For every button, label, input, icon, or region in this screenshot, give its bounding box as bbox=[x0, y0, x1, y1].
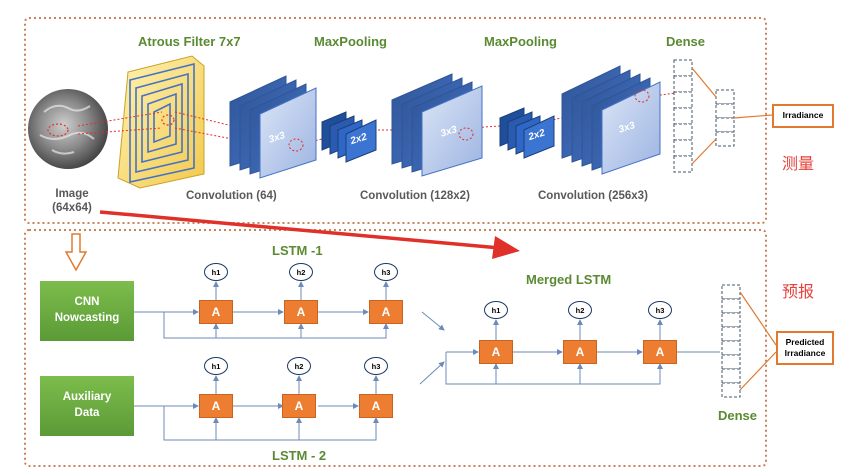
forecast-label-zh: 预报 bbox=[782, 282, 815, 301]
cnn-frame bbox=[24, 17, 767, 224]
irradiance-text: Irradiance bbox=[782, 110, 824, 121]
conv256-label: Convolution (256x3) bbox=[538, 190, 648, 202]
dense-top bbox=[673, 59, 735, 173]
satellite-image bbox=[28, 89, 108, 169]
conv64-stack bbox=[229, 75, 317, 179]
merged-cell-2: A bbox=[563, 340, 597, 364]
lstm1-h3: h3 bbox=[374, 263, 398, 281]
kernel-label-3: 3x3 bbox=[439, 124, 459, 140]
conv64-label: Convolution (64) bbox=[186, 190, 277, 202]
dense-bottom bbox=[721, 284, 741, 398]
predicted-irradiance-output: Predicted Irradiance bbox=[776, 331, 834, 365]
lstm2-cell-1: A bbox=[199, 394, 233, 418]
maxpool2-stack bbox=[499, 107, 555, 159]
merged-lstm-title: Merged LSTM bbox=[526, 272, 612, 287]
lstm2-cell-3: A bbox=[359, 394, 393, 418]
dense-top-title: Dense bbox=[666, 34, 706, 49]
lstm2-h3: h3 bbox=[364, 357, 388, 375]
dense-bottom-title: Dense bbox=[718, 408, 758, 423]
auxiliary-data-box: Auxiliary Data bbox=[40, 376, 134, 436]
irradiance-output: Irradiance bbox=[772, 104, 834, 128]
merged-h1: h1 bbox=[484, 301, 508, 319]
lstm2-cell-2: A bbox=[282, 394, 316, 418]
dense-bottom-links bbox=[739, 291, 777, 391]
lstm1-cell-1: A bbox=[199, 300, 233, 324]
measure-label-zh: 测量 bbox=[782, 154, 815, 173]
atrous-title: Atrous Filter 7x7 bbox=[138, 34, 241, 49]
lstm-frame bbox=[24, 229, 767, 467]
atrous-filter bbox=[117, 55, 205, 189]
dense-top-links bbox=[691, 67, 773, 165]
conv256-stack bbox=[561, 65, 661, 175]
conv128-label: Convolution (128x2) bbox=[360, 190, 470, 202]
kernel-label-5: 3x3 bbox=[617, 120, 637, 136]
lstm2-title: LSTM - 2 bbox=[272, 448, 327, 463]
kernel-label-2: 2x2 bbox=[348, 131, 369, 147]
lstm1-h2: h2 bbox=[289, 263, 313, 281]
kernel-label-4: 2x2 bbox=[526, 127, 547, 143]
conv128-stack bbox=[391, 73, 483, 177]
image-size-label: (64x64) bbox=[52, 202, 92, 214]
lstm1-cell-2: A bbox=[284, 300, 318, 324]
maxpool1-title: MaxPooling bbox=[314, 34, 387, 49]
kernel-label-1: 3x3 bbox=[267, 130, 287, 146]
merged-h3: h3 bbox=[648, 301, 672, 319]
merged-h2: h2 bbox=[568, 301, 592, 319]
lstm2-h1: h1 bbox=[204, 357, 228, 375]
lstm2-h2: h2 bbox=[287, 357, 311, 375]
cnn-nowcasting-box: CNN Nowcasting bbox=[40, 281, 134, 341]
image-label: Image bbox=[55, 188, 89, 200]
merged-cell-3: A bbox=[643, 340, 677, 364]
maxpool2-title: MaxPooling bbox=[484, 34, 557, 49]
down-hollow-arrow bbox=[64, 233, 88, 272]
image-to-merged-arrow bbox=[99, 210, 520, 259]
merged-cell-1: A bbox=[479, 340, 513, 364]
lstm1-h1: h1 bbox=[204, 263, 228, 281]
maxpool1-stack bbox=[321, 111, 377, 163]
lstm1-title: LSTM -1 bbox=[272, 243, 323, 258]
lstm1-cell-3: A bbox=[369, 300, 403, 324]
